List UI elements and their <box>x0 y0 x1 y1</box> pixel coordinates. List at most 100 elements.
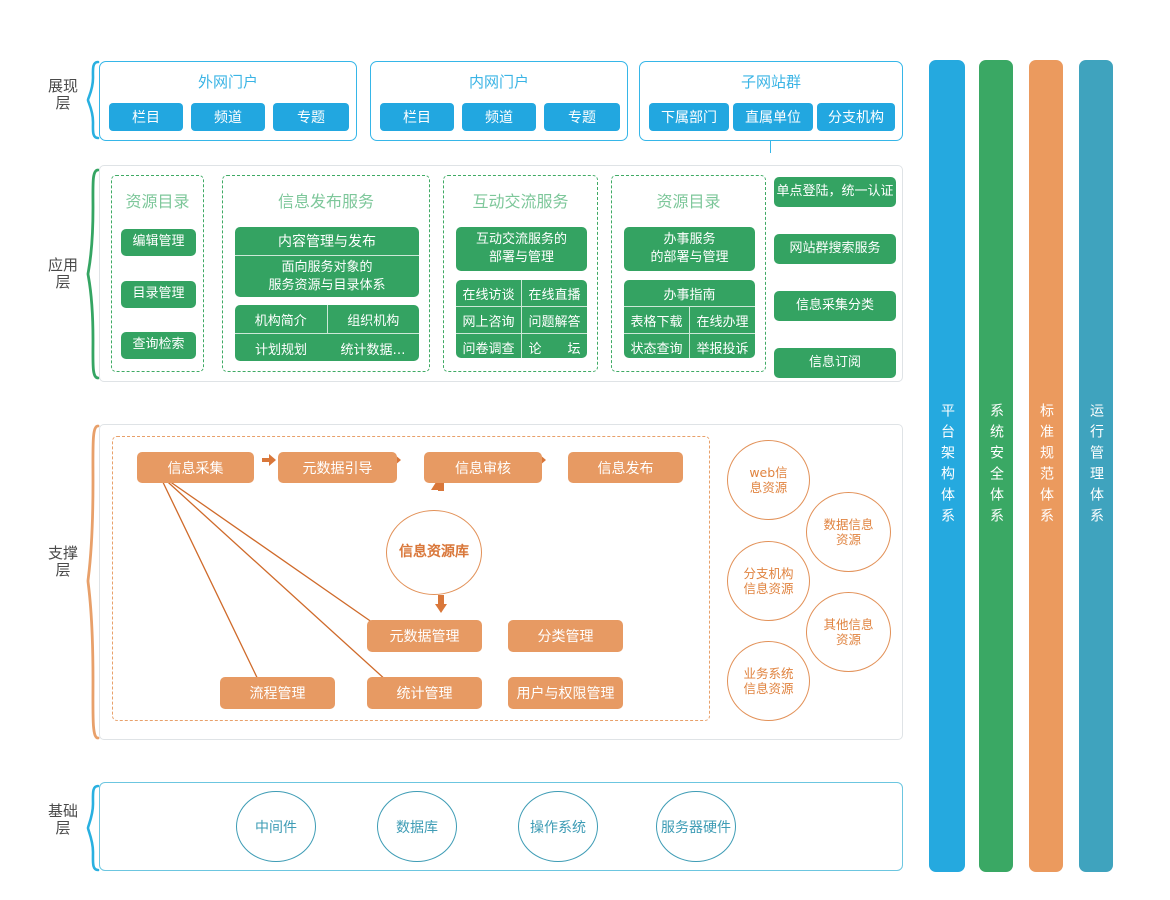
portal-item-button[interactable]: 栏目 <box>109 103 183 131</box>
app-grid-cell[interactable]: 举报投诉 <box>689 334 755 358</box>
app-grid-cell[interactable]: 问卷调查 <box>462 341 515 357</box>
layer-brace-support <box>86 424 100 740</box>
resource-line: 数据信息 <box>823 517 874 532</box>
portal-item-button[interactable]: 频道 <box>191 103 265 131</box>
app-grid-subtitle: 办事指南 <box>663 287 716 303</box>
app-head-line: 办事服务 <box>663 232 716 248</box>
flow-step-review[interactable]: 信息审核 <box>424 452 542 483</box>
app-column-title: 信息发布服务 <box>277 192 374 211</box>
support-button-process-mgmt[interactable]: 流程管理 <box>220 677 335 709</box>
app-button[interactable]: 查询检索 <box>121 332 196 359</box>
app-grid-cell[interactable]: 问题解答 <box>521 307 587 333</box>
resource-ellipse-other[interactable]: 其他信息 资源 <box>806 592 891 672</box>
app-side-button-collect[interactable]: 信息采集分类 <box>774 291 896 321</box>
resource-line: 其他信息 <box>823 617 874 632</box>
resource-line: 业务系统 <box>743 666 794 681</box>
layer-brace-base <box>86 784 100 872</box>
pillar-standards[interactable]: 标准规范体系 <box>1029 60 1063 872</box>
app-grid-cell[interactable]: 计划规划 <box>254 342 307 358</box>
app-side-button-sso[interactable]: 单点登陆，统一认证 <box>774 177 896 207</box>
layer-brace-application <box>86 168 100 380</box>
portal-item-button[interactable]: 直属单位 <box>733 103 813 131</box>
portal-card-subsites: 子网站群 下属部门 直属单位 分支机构 <box>639 61 903 141</box>
layer-label-base: 基础层 <box>47 802 78 837</box>
connector-tick <box>770 141 771 153</box>
portal-title: 子网站群 <box>740 73 801 91</box>
resource-line: 信息资源 <box>743 581 794 596</box>
app-grid-cell[interactable]: 状态查询 <box>630 341 683 357</box>
app-side-button-subscribe[interactable]: 信息订阅 <box>774 348 896 378</box>
app-grid-cell[interactable]: 统计数据… <box>340 342 406 358</box>
resource-line: 资源 <box>835 632 861 647</box>
app-column-title: 互动交流服务 <box>472 192 569 211</box>
base-item-middleware[interactable]: 中间件 <box>236 791 316 862</box>
base-item-database[interactable]: 数据库 <box>377 791 457 862</box>
portal-item-button[interactable]: 专题 <box>544 103 620 131</box>
resource-ellipse-data[interactable]: 数据信息 资源 <box>806 492 891 572</box>
base-layer-container <box>99 782 903 871</box>
app-head-line: 部署与管理 <box>488 250 554 265</box>
resource-ellipse-web[interactable]: web信 息资源 <box>727 440 810 520</box>
portal-title: 外网门户 <box>197 73 258 91</box>
portal-title: 内网门户 <box>468 73 529 91</box>
pillar-system-security[interactable]: 系统安全体系 <box>979 60 1013 872</box>
resource-line: web信 <box>749 465 788 480</box>
app-side-button-search[interactable]: 网站群搜索服务 <box>774 234 896 264</box>
flow-step-collect[interactable]: 信息采集 <box>137 452 254 483</box>
app-subhead-line: 面向服务对象的 <box>281 259 373 275</box>
app-head-line: 互动交流服务的 <box>475 232 567 248</box>
portal-item-button[interactable]: 分支机构 <box>817 103 895 131</box>
resource-ellipse-business[interactable]: 业务系统 信息资源 <box>727 641 810 721</box>
support-connector-layer <box>158 454 546 693</box>
layer-label-support: 支撑层 <box>47 544 78 579</box>
pillar-label: 系统安全体系 <box>988 403 1004 529</box>
portal-item-button[interactable]: 下属部门 <box>649 103 729 131</box>
app-subhead-line: 服务资源与目录体系 <box>268 277 386 293</box>
information-repository-ellipse[interactable]: 信息资源库 <box>386 510 482 595</box>
layer-brace-presentation <box>86 60 100 140</box>
support-button-user-permission-mgmt[interactable]: 用户与权限管理 <box>508 677 623 709</box>
portal-card-external: 外网门户 栏目 频道 专题 <box>99 61 357 141</box>
app-grid-cell[interactable]: 论 坛 <box>521 334 587 358</box>
portal-item-button[interactable]: 频道 <box>462 103 536 131</box>
pillar-platform-architecture[interactable]: 平台架构体系 <box>929 60 965 872</box>
app-grid-cell[interactable]: 网上咨询 <box>462 314 515 330</box>
app-grid-block: 办事指南 表格下载 在线办理 状态查询 举报投诉 <box>624 280 755 358</box>
pillar-label: 运行管理体系 <box>1088 403 1104 529</box>
support-button-statistics-mgmt[interactable]: 统计管理 <box>367 677 482 709</box>
base-item-server-hardware[interactable]: 服务器硬件 <box>656 791 736 862</box>
app-grid-cell[interactable]: 表格下载 <box>630 314 683 330</box>
app-head-block[interactable]: 办事服务 的部署与管理 <box>624 227 755 271</box>
layer-label-application: 应用层 <box>47 256 78 291</box>
app-head-line: 的部署与管理 <box>650 250 729 265</box>
resource-ellipse-branch[interactable]: 分支机构 信息资源 <box>727 541 810 621</box>
flow-step-metadata-guide[interactable]: 元数据引导 <box>278 452 397 483</box>
app-button[interactable]: 目录管理 <box>121 281 196 308</box>
app-head-label: 内容管理与发布 <box>278 234 376 250</box>
resource-line: 资源 <box>835 532 861 547</box>
pillar-operations-management[interactable]: 运行管理体系 <box>1079 60 1113 872</box>
resource-line: 息资源 <box>749 480 788 495</box>
flow-step-publish[interactable]: 信息发布 <box>568 452 683 483</box>
app-grid-cell[interactable]: 在线直播 <box>521 280 587 306</box>
app-column-resource-catalog: 资源目录 编辑管理 目录管理 查询检索 <box>111 175 204 372</box>
app-grid-cell[interactable]: 在线访谈 <box>462 287 515 303</box>
portal-card-internal: 内网门户 栏目 频道 专题 <box>370 61 628 141</box>
support-button-metadata-mgmt[interactable]: 元数据管理 <box>367 620 482 652</box>
support-button-category-mgmt[interactable]: 分类管理 <box>508 620 623 652</box>
app-column-interactive: 互动交流服务 互动交流服务的 部署与管理 在线访谈 在线直播 网上咨询 问题解答… <box>443 175 598 372</box>
app-grid-cell[interactable]: 组织机构 <box>326 305 420 333</box>
app-column-info-publish: 信息发布服务 内容管理与发布 面向服务对象的 服务资源与目录体系 机构简介 组织… <box>222 175 430 372</box>
portal-item-button[interactable]: 专题 <box>273 103 349 131</box>
portal-item-button[interactable]: 栏目 <box>380 103 454 131</box>
resource-line: 分支机构 <box>743 566 794 581</box>
pillar-label: 平台架构体系 <box>939 403 955 529</box>
app-head-block[interactable]: 互动交流服务的 部署与管理 <box>456 227 587 271</box>
app-column-service-catalog: 资源目录 办事服务 的部署与管理 办事指南 表格下载 在线办理 状态查询 举报投… <box>611 175 766 372</box>
app-head-block[interactable]: 内容管理与发布 面向服务对象的 服务资源与目录体系 <box>235 227 419 297</box>
base-item-operating-system[interactable]: 操作系统 <box>518 791 598 862</box>
app-grid-cell[interactable]: 在线办理 <box>689 307 755 333</box>
app-grid-block: 在线访谈 在线直播 网上咨询 问题解答 问卷调查 论 坛 <box>456 280 587 358</box>
app-button[interactable]: 编辑管理 <box>121 229 196 256</box>
app-grid-cell[interactable]: 机构简介 <box>254 313 307 329</box>
